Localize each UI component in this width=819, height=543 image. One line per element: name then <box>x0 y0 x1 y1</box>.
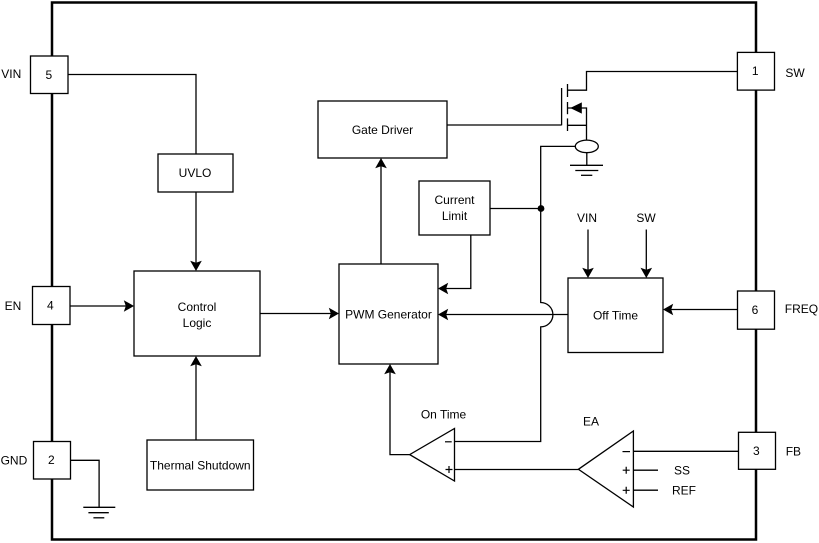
svg-text:PWM Generator: PWM Generator <box>345 308 432 322</box>
svg-text:Logic: Logic <box>183 316 212 330</box>
svg-text:FREQ: FREQ <box>785 302 818 316</box>
svg-text:VIN: VIN <box>1 67 21 81</box>
svg-text:SS: SS <box>674 464 690 478</box>
svg-text:EA: EA <box>583 415 599 429</box>
svg-text:6: 6 <box>752 303 759 317</box>
svg-text:UVLO: UVLO <box>179 166 212 180</box>
svg-text:1: 1 <box>752 64 759 78</box>
svg-text:Current: Current <box>434 193 475 207</box>
svg-text:3: 3 <box>753 444 760 458</box>
svg-text:REF: REF <box>672 484 696 498</box>
svg-text:SW: SW <box>636 211 656 225</box>
svg-text:Control: Control <box>178 300 217 314</box>
svg-text:GND: GND <box>1 454 28 468</box>
svg-text:Off Time: Off Time <box>593 309 638 323</box>
svg-text:On Time: On Time <box>421 408 467 422</box>
svg-text:EN: EN <box>5 299 22 313</box>
svg-text:VIN: VIN <box>577 211 597 225</box>
svg-text:Thermal Shutdown: Thermal Shutdown <box>150 459 251 473</box>
svg-text:4: 4 <box>47 298 54 312</box>
svg-text:5: 5 <box>45 68 52 82</box>
svg-text:SW: SW <box>785 66 805 80</box>
svg-text:2: 2 <box>48 453 55 467</box>
svg-text:Limit: Limit <box>442 209 468 223</box>
svg-text:FB: FB <box>786 444 801 458</box>
svg-text:Gate Driver: Gate Driver <box>352 123 413 137</box>
